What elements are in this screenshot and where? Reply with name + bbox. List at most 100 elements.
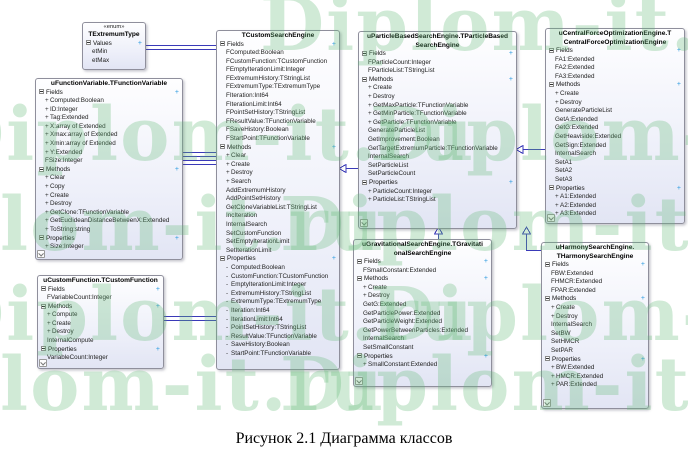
collapse-minus-icon xyxy=(549,185,554,191)
member-row: -Computed:Boolean xyxy=(217,264,339,273)
section-label: Values xyxy=(93,39,112,47)
member-row: +Destroy xyxy=(354,292,491,301)
class-title: TCustomSearchEngine xyxy=(241,32,315,39)
member-row: IncIteration xyxy=(217,212,339,221)
member-label: FResultValue:TFunctionVariable xyxy=(226,117,316,125)
member-row: +Create xyxy=(38,320,163,329)
section-label: Properties xyxy=(364,352,393,360)
member-label: GenerateParticleList xyxy=(368,127,426,135)
visibility-marker: + xyxy=(551,372,555,380)
section-header-fields: Fields+ xyxy=(217,41,339,50)
member-row: InternalSearch xyxy=(542,321,648,330)
member-row: +Clear xyxy=(36,174,182,183)
visibility-marker: + xyxy=(368,196,372,204)
section-label: Properties xyxy=(46,234,75,242)
class-header: uParticleBasedSearchEngine.TParticleBase… xyxy=(359,32,516,50)
visibility-marker: + xyxy=(226,160,230,168)
collapse-minus-icon xyxy=(545,296,550,302)
member-row: -EmptyIterationLimit:Integer xyxy=(217,281,339,290)
visibility-marker: + xyxy=(551,381,555,389)
member-label: Destroy xyxy=(368,292,390,300)
member-row: FEmptyIterationLimit:Integer xyxy=(217,66,339,75)
visibility-marker: + xyxy=(45,140,49,148)
member-label: GetA:Extended xyxy=(555,115,598,123)
member-label: GetG:Extended xyxy=(363,300,407,308)
member-row: GetG:Extended xyxy=(354,301,491,310)
member-row: SetA3 xyxy=(546,176,684,185)
member-label: InternalCompute xyxy=(47,337,94,345)
section-header-fields: Fields+ xyxy=(354,258,491,267)
member-row: +Copy xyxy=(36,183,182,192)
member-row: FVariableCount:Integer xyxy=(38,294,163,303)
member-row: SetEmptyIterationLimit xyxy=(217,238,339,247)
visibility-marker: + xyxy=(45,243,49,251)
member-label: GetParticle:TFunctionVariable xyxy=(373,118,457,126)
section-label: Properties xyxy=(369,178,398,186)
member-label: FHMCR:Extended xyxy=(551,278,603,286)
member-label: Clear xyxy=(231,152,247,160)
collapse-minus-icon xyxy=(357,258,362,264)
member-label: InternalSearch xyxy=(226,220,267,228)
section-header-properties: Properties+ xyxy=(359,179,516,188)
member-label: ParticleList:TStringList xyxy=(373,196,436,204)
section-label: Fields xyxy=(552,261,569,268)
member-row: -ExtremumHistory:TStringList xyxy=(217,290,339,299)
member-label: FPAR:Extended xyxy=(551,286,596,294)
member-row: +Create xyxy=(546,90,684,99)
member-label: Create xyxy=(556,303,575,311)
section-plus-icon: + xyxy=(508,75,513,83)
resize-handle-icon xyxy=(360,219,368,227)
section-label: Fields xyxy=(227,40,244,48)
class-title: uHarmonySearchEngine. xyxy=(555,244,635,251)
visibility-marker: + xyxy=(45,191,49,199)
visibility-marker: - xyxy=(226,289,229,297)
member-label: PAR:Extended xyxy=(556,381,597,389)
member-label: InternalSearch xyxy=(555,150,596,158)
section-label: Methods xyxy=(227,143,252,151)
section-label: Properties xyxy=(48,345,77,353)
visibility-marker: + xyxy=(45,183,49,191)
collapse-minus-icon xyxy=(362,179,367,185)
member-label: Copy xyxy=(50,183,65,191)
member-label: InternalSearch xyxy=(368,153,409,161)
section-header-methods: Methods+ xyxy=(542,295,648,304)
visibility-marker: - xyxy=(226,306,229,314)
resize-handle-icon xyxy=(543,399,551,407)
member-row: FIteration:Int64 xyxy=(217,92,339,101)
member-label: FVariableCount:Integer xyxy=(47,294,112,302)
member-row: +GetParticle:TFunctionVariable xyxy=(359,119,516,128)
member-label: SaveHistory:Boolean xyxy=(231,341,290,349)
collapse-minus-icon xyxy=(549,82,554,88)
collapse-minus-icon xyxy=(41,346,46,352)
member-label: FExtremumType:TExtremumType xyxy=(226,83,321,91)
class-title: TExtremumType xyxy=(88,31,140,38)
member-row: +Tag:Extended xyxy=(36,114,182,123)
section-label: Methods xyxy=(369,75,394,83)
member-label: Create xyxy=(231,160,250,168)
visibility-marker: + xyxy=(226,178,230,185)
member-label: Tag:Extended xyxy=(50,114,89,122)
member-label: SetIterationLimit xyxy=(226,246,272,254)
member-label: SmallConstant:Extended xyxy=(368,361,438,369)
section-header-methods: Methods+ xyxy=(546,81,684,90)
member-row: GetA:Extended xyxy=(546,116,684,125)
section-label: Properties xyxy=(556,184,585,192)
member-label: Create xyxy=(373,84,392,92)
class-title: THarmonySearchEngine xyxy=(556,252,634,260)
section-plus-icon: + xyxy=(174,234,179,242)
member-row: GetSign:Extended xyxy=(546,142,684,151)
member-row: GetParticlePower:Extended xyxy=(354,310,491,319)
member-row: InternalSearch xyxy=(354,335,491,344)
section-plus-icon: + xyxy=(676,184,681,192)
member-row: +GetClone:TFunctionVariable xyxy=(36,209,182,218)
member-label: InternalSearch xyxy=(551,321,592,329)
member-label: FA3:Extended xyxy=(555,72,595,80)
member-label: FA1:Extended xyxy=(555,55,595,63)
visibility-marker: + xyxy=(368,118,372,126)
member-label: FExtremumHistory:TStringList xyxy=(226,74,310,82)
section-label: Properties xyxy=(552,355,581,363)
member-label: SetA1 xyxy=(555,158,573,166)
member-row: -StartPoint:TFunctionVariable xyxy=(217,350,339,359)
